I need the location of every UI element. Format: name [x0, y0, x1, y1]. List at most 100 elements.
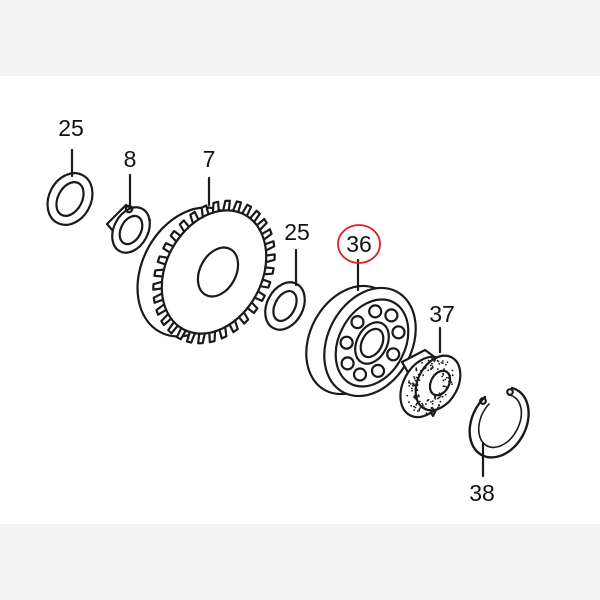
- seal-texture-dot: [418, 408, 421, 411]
- seal-texture-dot: [423, 406, 425, 409]
- seal-texture-dot: [446, 361, 449, 363]
- bearing-ball: [391, 325, 406, 340]
- gear-tooth: [241, 203, 253, 218]
- seal-texture-dot: [415, 376, 418, 379]
- seal-texture-dot: [430, 401, 432, 403]
- seal-texture-dot: [412, 382, 414, 385]
- callout-label-bearing: 36: [346, 231, 372, 257]
- seal-texture-dot: [424, 367, 427, 369]
- seal-texture-dot: [417, 401, 419, 404]
- gear-tooth: [263, 240, 276, 252]
- seal-texture-dot: [422, 374, 425, 377]
- seal-texture-dot: [415, 402, 418, 405]
- collar-part: [105, 173, 152, 254]
- gear-tooth: [264, 253, 276, 264]
- bearing-ball: [350, 315, 365, 330]
- seal-texture-dot: [441, 395, 444, 398]
- seal-texture-dot: [419, 407, 422, 409]
- seal-texture-dot: [449, 374, 452, 377]
- gear-part: [136, 176, 276, 345]
- callout-label-collar: 8: [124, 146, 137, 172]
- seal-texture-dot: [416, 379, 419, 382]
- gear-tooth: [262, 266, 275, 276]
- seal-texture-dot: [437, 397, 439, 400]
- seal-texture-dot: [445, 363, 447, 366]
- gear-tooth: [152, 280, 164, 291]
- seal-texture-dot: [419, 372, 422, 375]
- oil-seal-part: [399, 326, 462, 419]
- seal-texture-dot: [442, 385, 445, 388]
- bearing-ball: [339, 335, 354, 350]
- highlight-circle-36: [337, 224, 381, 264]
- seal-texture-dot: [413, 384, 416, 387]
- seal-texture-dot: [418, 379, 421, 382]
- seal-texture-dot: [417, 373, 420, 376]
- seal-texture-dot: [421, 362, 423, 364]
- seal-texture-dot: [408, 380, 410, 382]
- seal-texture-dot: [414, 388, 417, 391]
- seal-texture-dot: [441, 375, 443, 378]
- seal-texture-dot: [431, 403, 434, 405]
- seal-texture-dot: [431, 362, 433, 365]
- seal-texture-dot: [442, 372, 444, 375]
- washer-right-part: [264, 248, 306, 331]
- seal-texture-dot: [428, 408, 430, 411]
- seal-texture-dot: [438, 396, 440, 399]
- seal-texture-dot: [413, 409, 416, 411]
- seal-texture-dot: [415, 394, 417, 397]
- seal-texture-dot: [445, 376, 448, 379]
- gear-tooth: [231, 200, 243, 214]
- seal-texture-dot: [437, 360, 440, 363]
- seal-texture-dot: [442, 379, 445, 382]
- seal-texture-dot: [410, 387, 413, 390]
- seal-texture-dot: [425, 403, 427, 405]
- seal-texture-dot: [430, 367, 433, 370]
- seal-texture-dot: [443, 385, 446, 388]
- seal-texture-dot: [439, 395, 442, 397]
- seal-texture-dot: [445, 388, 448, 390]
- seal-texture-dot: [438, 363, 441, 365]
- seal-texture-dot: [431, 400, 434, 402]
- seal-texture-dot: [446, 386, 449, 389]
- seal-texture-dot: [416, 396, 419, 398]
- bearing-ball: [368, 304, 383, 319]
- washer-left-part: [46, 148, 94, 226]
- seal-texture-dot: [437, 406, 439, 409]
- seal-texture-dot: [417, 378, 420, 380]
- seal-texture-dot: [431, 366, 434, 369]
- seal-texture-dot: [410, 405, 412, 407]
- seal-texture-dot: [416, 384, 419, 387]
- seal-texture-dot: [421, 402, 423, 405]
- bearing-ball: [340, 356, 355, 371]
- snap-ring-part: [468, 386, 530, 478]
- seal-texture-dot: [415, 383, 417, 386]
- gear-tooth: [152, 292, 165, 304]
- seal-texture-dot: [415, 381, 418, 383]
- seal-texture-dot: [417, 394, 420, 396]
- seal-texture-dot: [448, 378, 451, 381]
- seal-texture-dot: [438, 404, 440, 406]
- seal-texture-dot: [422, 404, 424, 407]
- seal-texture-dot: [422, 367, 425, 370]
- seal-texture-dot: [430, 406, 433, 409]
- seal-texture-dot: [451, 374, 454, 377]
- seal-texture-dot: [409, 383, 412, 385]
- gear-tooth: [175, 326, 187, 341]
- seal-texture-dot: [443, 368, 445, 370]
- seal-texture-dot: [439, 400, 442, 403]
- seal-texture-dot: [451, 383, 453, 385]
- seal-texture-dot: [414, 406, 417, 409]
- gear-tooth: [222, 199, 231, 212]
- bearing-ball: [384, 308, 399, 323]
- seal-texture-dot: [415, 368, 418, 371]
- seal-texture-dot: [419, 400, 421, 403]
- seal-texture-dot: [413, 405, 415, 408]
- seal-texture-dot: [425, 412, 428, 414]
- seal-texture-dot: [434, 359, 437, 361]
- seal-texture-dot: [408, 401, 410, 403]
- seal-texture-dot: [437, 368, 439, 370]
- seal-texture-dot: [415, 404, 418, 406]
- seal-texture-dot: [427, 398, 430, 401]
- gear-tooth: [185, 330, 197, 344]
